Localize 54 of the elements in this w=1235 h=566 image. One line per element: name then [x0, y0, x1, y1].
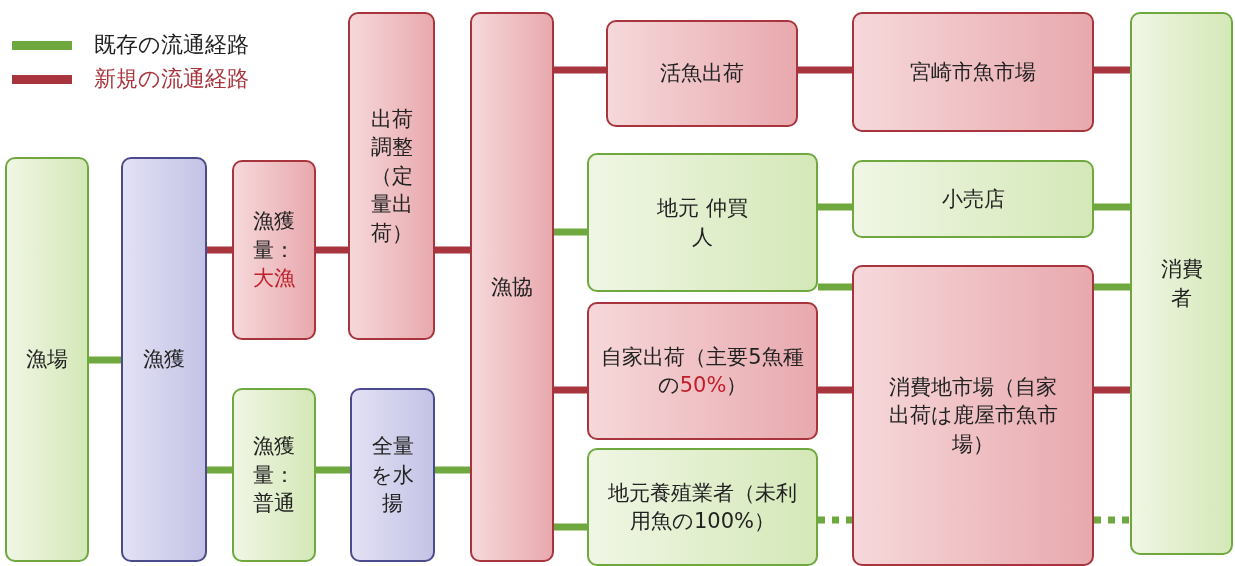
box-label: 活魚出荷 — [660, 60, 744, 88]
connector-line — [207, 466, 232, 474]
process-box — [587, 302, 818, 440]
connector-line — [1094, 203, 1130, 211]
box-label: 宮崎市魚市場 — [910, 58, 1036, 86]
process-box — [606, 20, 798, 127]
process-box — [5, 157, 89, 562]
legend-label: 新規の流通経路 — [94, 65, 249, 93]
connector-line — [818, 283, 852, 291]
box-label: 小売店 — [941, 185, 1005, 213]
process-box — [350, 388, 435, 562]
connector-line — [316, 466, 350, 474]
connector-line — [554, 386, 587, 394]
box-label: 漁獲量：普通 — [252, 433, 296, 518]
box-label: 漁協 — [491, 273, 533, 301]
connector-line — [435, 246, 470, 254]
connector-line — [89, 356, 121, 364]
process-box — [232, 388, 316, 562]
box-label: 漁場 — [26, 346, 68, 374]
connector-line — [554, 523, 587, 531]
box-label: 消費地市場（自家出荷は鹿屋市魚市場） — [887, 374, 1059, 458]
connector-line — [1094, 283, 1130, 291]
legend-label: 既存の流通経路 — [94, 31, 249, 59]
connector-line — [207, 246, 232, 254]
process-box — [470, 12, 554, 562]
box-label: 全量を水揚 — [370, 433, 415, 518]
process-box — [1130, 12, 1233, 555]
connector-line — [554, 66, 606, 74]
box-label: 消費者 — [1160, 256, 1203, 312]
process-box — [121, 157, 207, 562]
connector-line — [1094, 516, 1130, 524]
box-label: 漁獲 — [143, 346, 185, 374]
connector-line — [818, 386, 852, 394]
box-label: 地元養殖業者（未利用魚の100%） — [607, 479, 798, 535]
box-label: 大漁 — [253, 265, 295, 293]
process-box — [232, 160, 316, 340]
box-label: 自家出荷（主要5魚種の50%） — [600, 343, 805, 399]
process-box — [348, 12, 435, 340]
connector-line — [798, 66, 852, 74]
connector-line — [554, 228, 587, 236]
process-box — [852, 12, 1094, 132]
connector-line — [1094, 386, 1130, 394]
process-box — [852, 160, 1094, 238]
process-box — [587, 448, 818, 566]
connector-line — [435, 466, 470, 474]
box-label: 出荷調整（定量出荷） — [369, 106, 414, 247]
connector-line — [818, 203, 852, 211]
process-box — [852, 265, 1094, 566]
connector-line — [818, 516, 852, 524]
process-box — [587, 153, 818, 292]
box-label: 地元 仲買人 — [656, 195, 749, 251]
connector-line — [1094, 66, 1130, 74]
connector-line — [316, 246, 348, 254]
box-label: 漁獲量： — [252, 208, 296, 264]
